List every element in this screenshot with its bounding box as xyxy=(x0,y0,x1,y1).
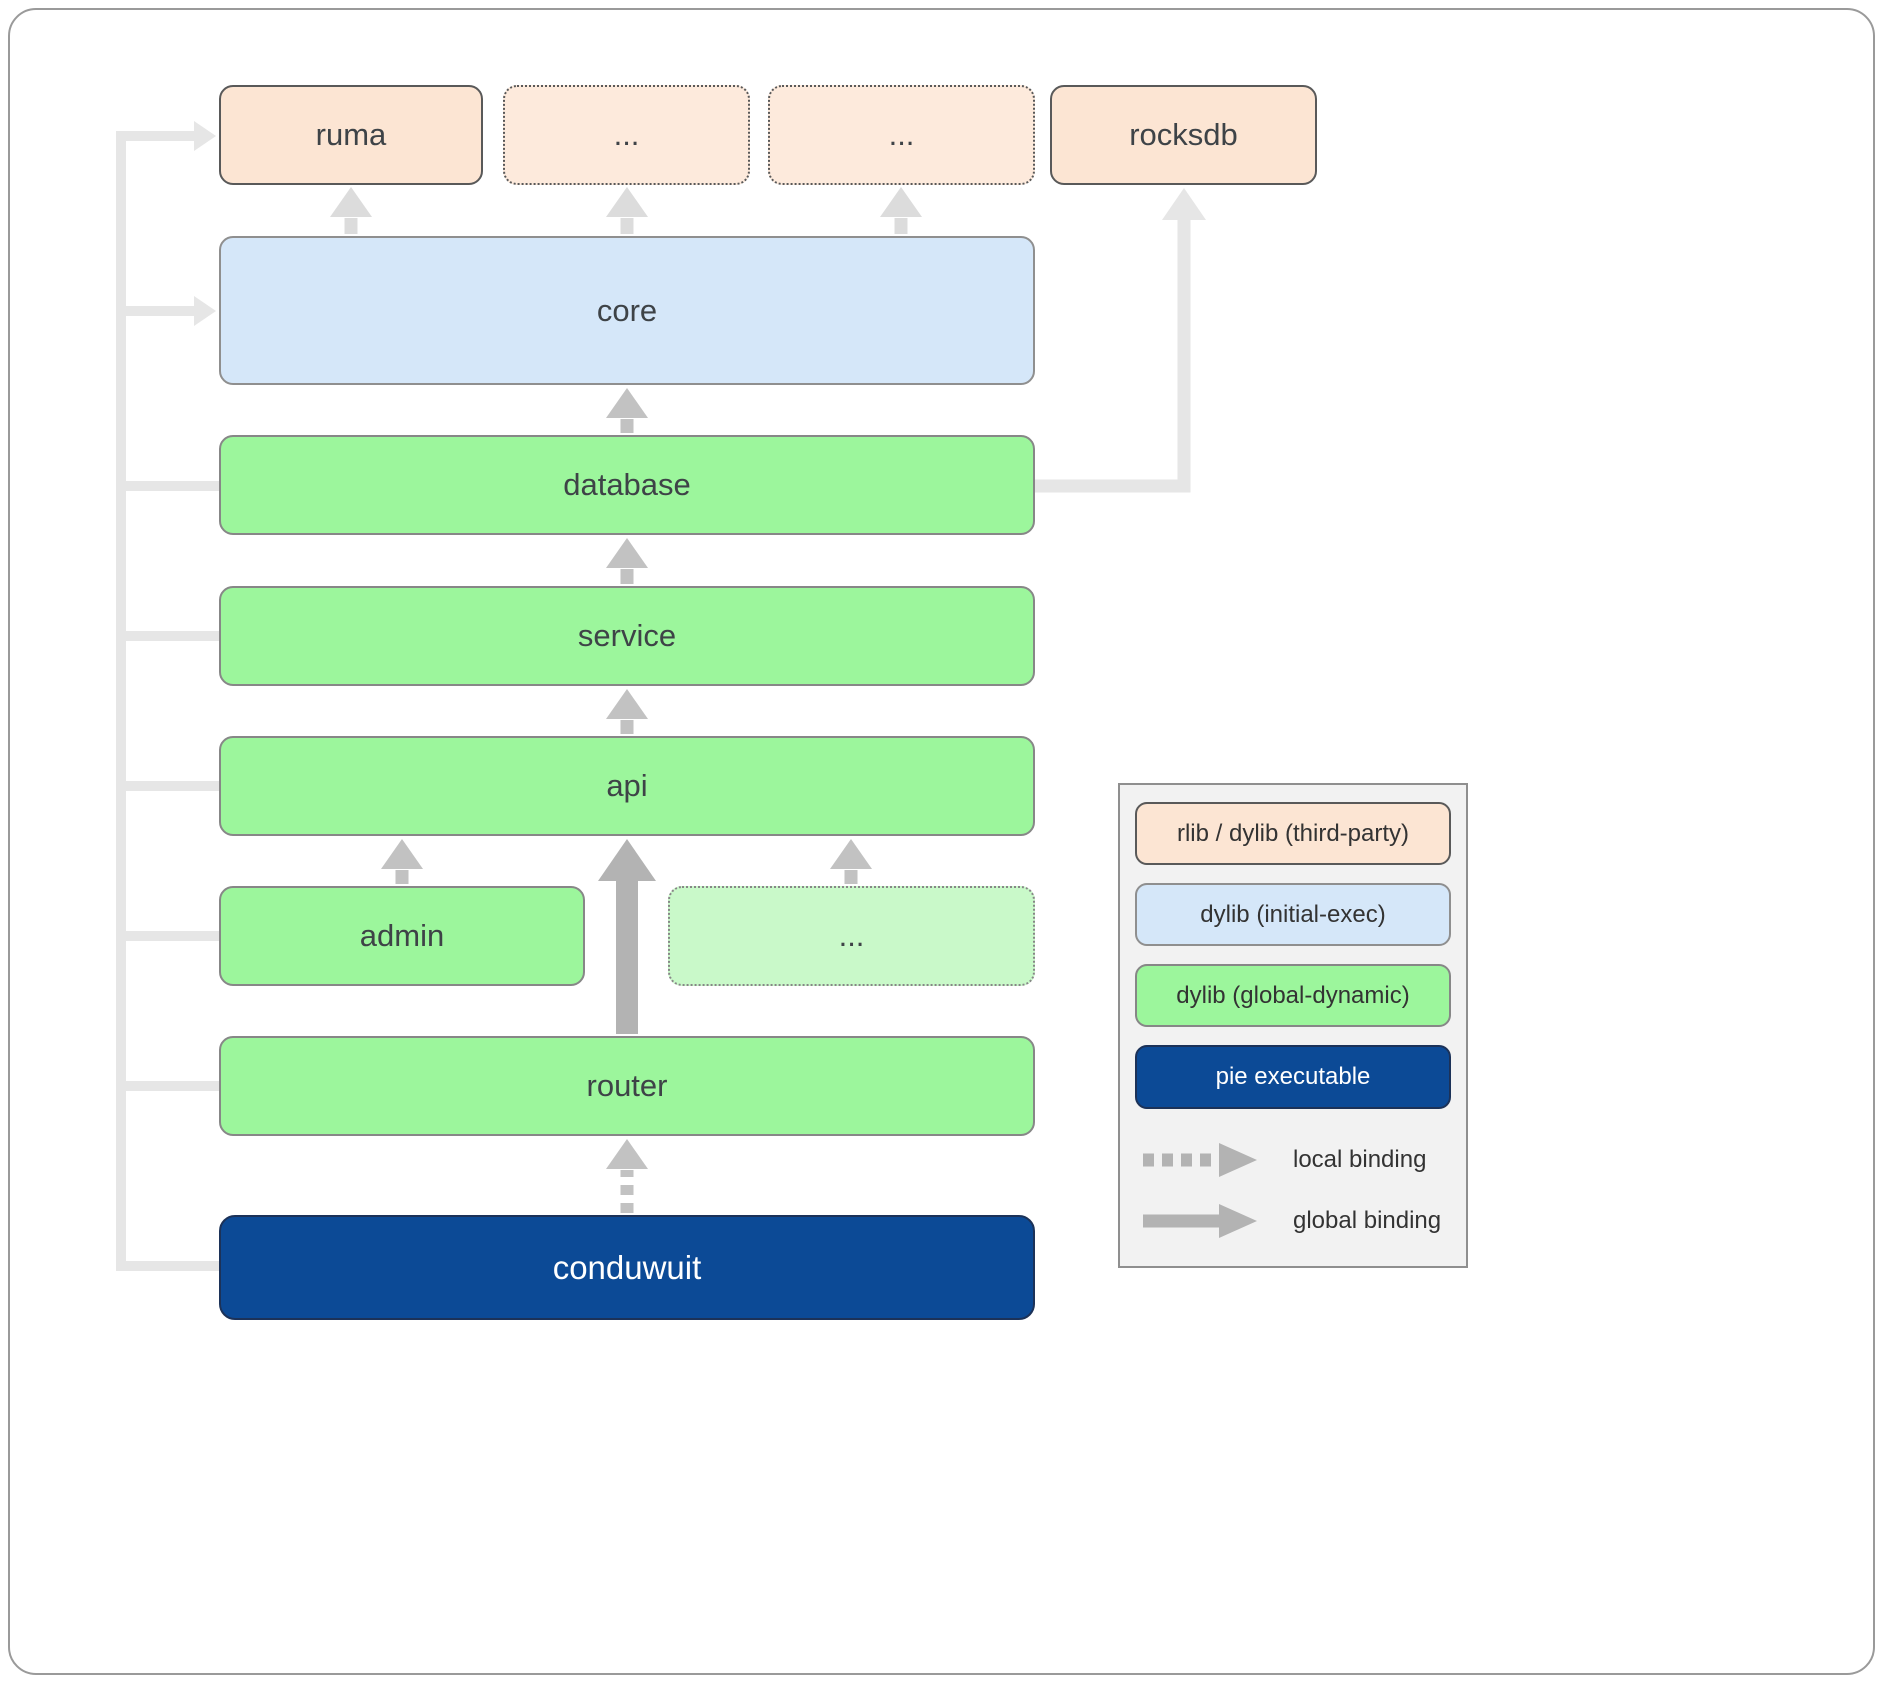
node-service: service xyxy=(219,586,1035,686)
edge-api-service xyxy=(606,689,648,734)
node-label: ruma xyxy=(315,117,387,152)
legend-item-initial-exec: dylib (initial-exec) xyxy=(1135,883,1451,947)
edge-core-ruma xyxy=(330,187,372,234)
node-dots-mid: ... xyxy=(668,886,1035,986)
node-label: rocksdb xyxy=(1129,117,1238,152)
node-label: service xyxy=(577,618,677,653)
legend-item-label: rlib / dylib (third-party) xyxy=(1176,819,1410,847)
edge-conduwuit-router xyxy=(606,1139,648,1213)
edge-service-database xyxy=(606,538,648,584)
legend-item-label: pie executable xyxy=(1215,1062,1371,1090)
node-label: ... xyxy=(613,117,640,152)
legend-item-third-party: rlib / dylib (third-party) xyxy=(1135,802,1451,866)
legend-item-label: dylib (initial-exec) xyxy=(1200,900,1386,928)
node-core: core xyxy=(219,236,1035,385)
local-binding-arrow-icon xyxy=(1143,1143,1257,1178)
node-dots-top-1: ... xyxy=(503,85,750,185)
edge-core-dots-1 xyxy=(606,187,648,234)
node-database: database xyxy=(219,435,1035,535)
legend-binding-global: global binding xyxy=(1135,1194,1451,1249)
legend-item-pie-executable: pie executable xyxy=(1135,1045,1451,1109)
node-label: database xyxy=(563,467,691,502)
node-router: router xyxy=(219,1036,1035,1136)
edge-dots-api xyxy=(830,839,872,884)
node-label: api xyxy=(606,768,648,803)
legend-item-label: dylib (global-dynamic) xyxy=(1176,981,1410,1009)
legend: rlib / dylib (third-party) dylib (initia… xyxy=(1118,783,1468,1268)
edge-core-dots-2 xyxy=(880,187,922,234)
global-binding-arrow-icon xyxy=(1143,1204,1257,1239)
node-dots-top-2: ... xyxy=(768,85,1035,185)
node-label: ... xyxy=(888,117,915,152)
node-label: conduwuit xyxy=(552,1248,702,1286)
edge-admin-api xyxy=(381,839,423,884)
node-label: ... xyxy=(838,918,865,953)
node-label: router xyxy=(586,1068,668,1103)
node-admin: admin xyxy=(219,886,585,986)
edge-database-core xyxy=(606,388,648,433)
node-label: core xyxy=(596,292,658,328)
legend-binding-local: local binding xyxy=(1135,1133,1451,1188)
node-rocksdb: rocksdb xyxy=(1050,85,1317,185)
legend-item-global-dynamic: dylib (global-dynamic) xyxy=(1135,964,1451,1028)
node-label: admin xyxy=(359,918,445,953)
edge-router-api xyxy=(598,839,656,1034)
edge-conduwuit-trunk xyxy=(116,121,219,1271)
legend-binding-label: global binding xyxy=(1293,1207,1442,1235)
node-api: api xyxy=(219,736,1035,836)
node-ruma: ruma xyxy=(219,85,483,185)
node-conduwuit: conduwuit xyxy=(219,1215,1035,1320)
legend-binding-label: local binding xyxy=(1293,1146,1427,1174)
edge-database-rocksdb xyxy=(1035,188,1206,493)
